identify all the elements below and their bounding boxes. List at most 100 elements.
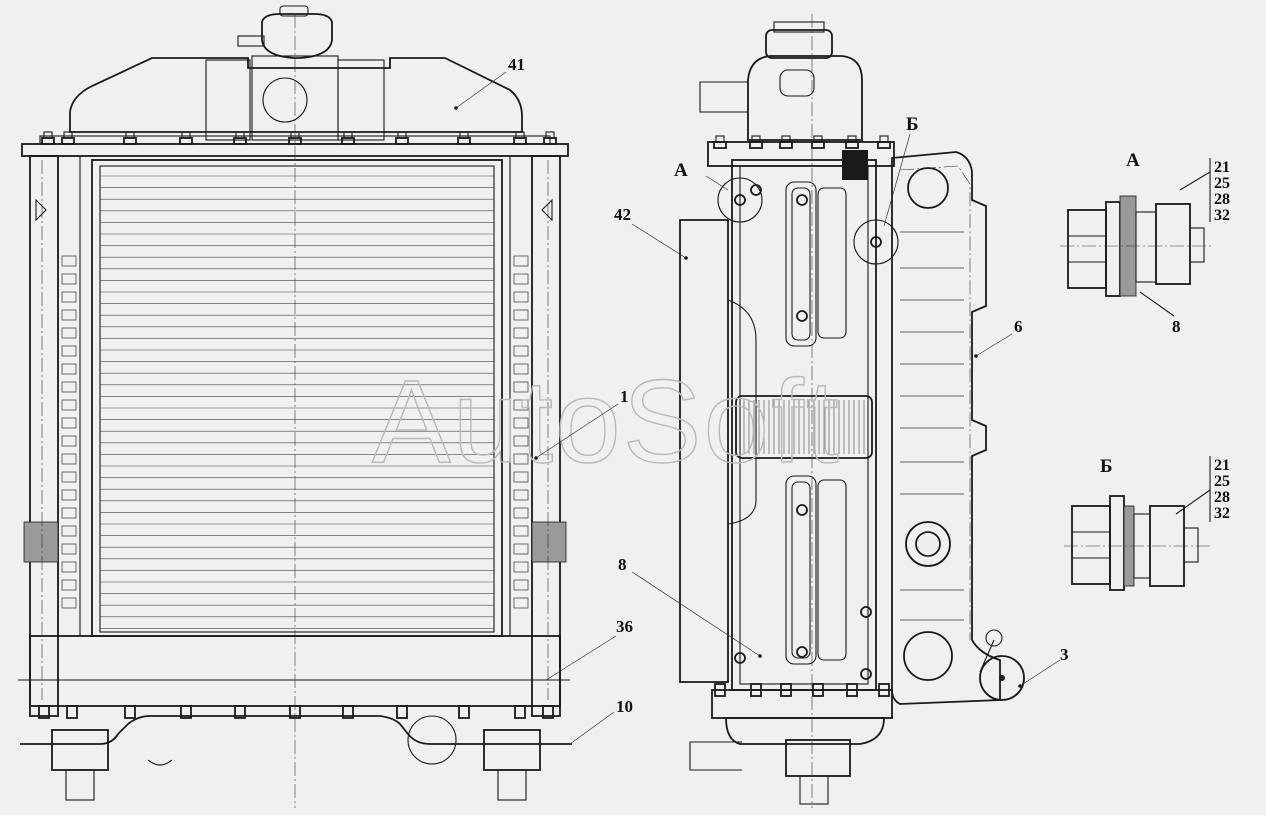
side-rib xyxy=(513,507,529,519)
side-rib xyxy=(61,309,77,321)
left-tube-column xyxy=(57,155,81,637)
lower-slot-inner xyxy=(791,481,811,659)
bottom-bolt xyxy=(458,705,470,719)
overflow-pipe xyxy=(237,35,265,47)
side-rib xyxy=(61,453,77,465)
callout-3: 3 xyxy=(1060,645,1069,664)
upper-tank-neck-right xyxy=(337,59,385,141)
bottom-bolt xyxy=(542,705,554,719)
side-top-bolt-nut xyxy=(779,141,793,149)
top-bolt-nut xyxy=(179,137,193,145)
filler-port xyxy=(262,77,308,123)
detail-b-title: Б xyxy=(1100,456,1113,477)
detail-a-part-2: 25 xyxy=(1214,175,1230,192)
side-rib xyxy=(513,381,529,393)
side-rib xyxy=(513,471,529,483)
side-rib xyxy=(61,363,77,375)
side-upper-tank xyxy=(747,55,863,141)
callout-36: 36 xyxy=(616,617,633,636)
side-rib xyxy=(513,579,529,591)
side-rib xyxy=(513,345,529,357)
side-rib xyxy=(513,255,529,267)
leader-42 xyxy=(631,223,687,259)
leader-8 xyxy=(631,571,761,657)
side-filler-cap xyxy=(765,29,833,59)
side-bottom-flange xyxy=(711,689,893,719)
bracket-drain-boss xyxy=(905,521,951,567)
side-small-bolt xyxy=(734,194,746,206)
side-filler-cap-top xyxy=(773,21,825,33)
side-rib xyxy=(513,273,529,285)
side-small-bolt xyxy=(860,668,872,680)
leader-8-dot xyxy=(758,654,762,658)
detail-b-part-3: 28 xyxy=(1214,489,1230,506)
left-clamp xyxy=(23,521,59,563)
detail-a-part-4: 32 xyxy=(1214,207,1230,224)
side-top-bolt-nut xyxy=(877,141,891,149)
leader-1-dot xyxy=(534,456,538,460)
hinge-bushing xyxy=(979,655,1025,701)
callout-41: 41 xyxy=(508,55,525,74)
side-rib xyxy=(61,291,77,303)
side-rib xyxy=(513,597,529,609)
bottom-bolt xyxy=(342,705,354,719)
detail-a-part-1: 21 xyxy=(1214,159,1230,176)
top-bolt-nut xyxy=(395,137,409,145)
side-rib xyxy=(513,489,529,501)
shroud-edge xyxy=(727,299,757,525)
detail-b-part-1: 21 xyxy=(1214,457,1230,474)
side-rib xyxy=(61,489,77,501)
detail-a-marker xyxy=(717,177,763,223)
top-bolt-nut xyxy=(233,137,247,145)
upper-tank-neck-left xyxy=(205,59,251,141)
callout-labels: 41 1 36 10 42 8 6 3 А Б 8 А 21 25 28 32 … xyxy=(508,55,1230,716)
hinge-link xyxy=(979,639,995,673)
bracket-ribs xyxy=(900,231,964,621)
side-rib xyxy=(61,579,77,591)
top-bolt-nut xyxy=(457,137,471,145)
side-small-bolt xyxy=(796,310,808,322)
leader-36 xyxy=(545,635,617,681)
side-top-bolt-nut xyxy=(845,141,859,149)
upper-slot-right xyxy=(817,187,847,339)
top-bolt-nut xyxy=(61,137,75,145)
detail-b-drawing xyxy=(1064,456,1211,591)
bottom-bolt xyxy=(66,705,78,719)
leader-6 xyxy=(975,333,1013,357)
fan-shroud xyxy=(679,219,729,683)
side-rib xyxy=(513,435,529,447)
side-small-bolt xyxy=(870,236,882,248)
detail-a-nut xyxy=(1155,203,1191,285)
side-small-bolts xyxy=(734,184,882,680)
leader-3 xyxy=(1019,659,1061,687)
leader-view-a xyxy=(705,175,729,191)
detail-a-bolt-end xyxy=(1189,227,1205,263)
side-top-bolts xyxy=(713,135,891,149)
side-drain-housing xyxy=(785,739,851,777)
detail-a-pointer-leader xyxy=(1139,291,1175,317)
leader-3-dot xyxy=(1018,684,1022,688)
lower-slot xyxy=(785,475,817,665)
view-label-b: Б xyxy=(906,114,919,135)
upper-slot xyxy=(785,181,817,347)
side-bottom-bolt xyxy=(812,683,824,697)
side-rib xyxy=(513,399,529,411)
side-rib xyxy=(61,255,77,267)
side-bottom-bolt xyxy=(750,683,762,697)
side-rib xyxy=(513,561,529,573)
top-bolt-nut xyxy=(41,137,55,145)
side-rib xyxy=(61,417,77,429)
side-rib xyxy=(513,327,529,339)
side-bottom-bolts xyxy=(714,683,890,697)
callout-6: 6 xyxy=(1014,317,1023,336)
core-fins xyxy=(100,175,494,629)
detail-b-bolt-head xyxy=(1071,505,1111,585)
bottom-bolt xyxy=(514,705,526,719)
bottom-bolt xyxy=(124,705,136,719)
right-mount-bolt xyxy=(497,769,527,801)
upper-slot-inner xyxy=(791,187,811,341)
detail-b-part-4: 32 xyxy=(1214,505,1230,522)
frame-arc xyxy=(147,759,173,766)
leader-1 xyxy=(535,403,619,459)
